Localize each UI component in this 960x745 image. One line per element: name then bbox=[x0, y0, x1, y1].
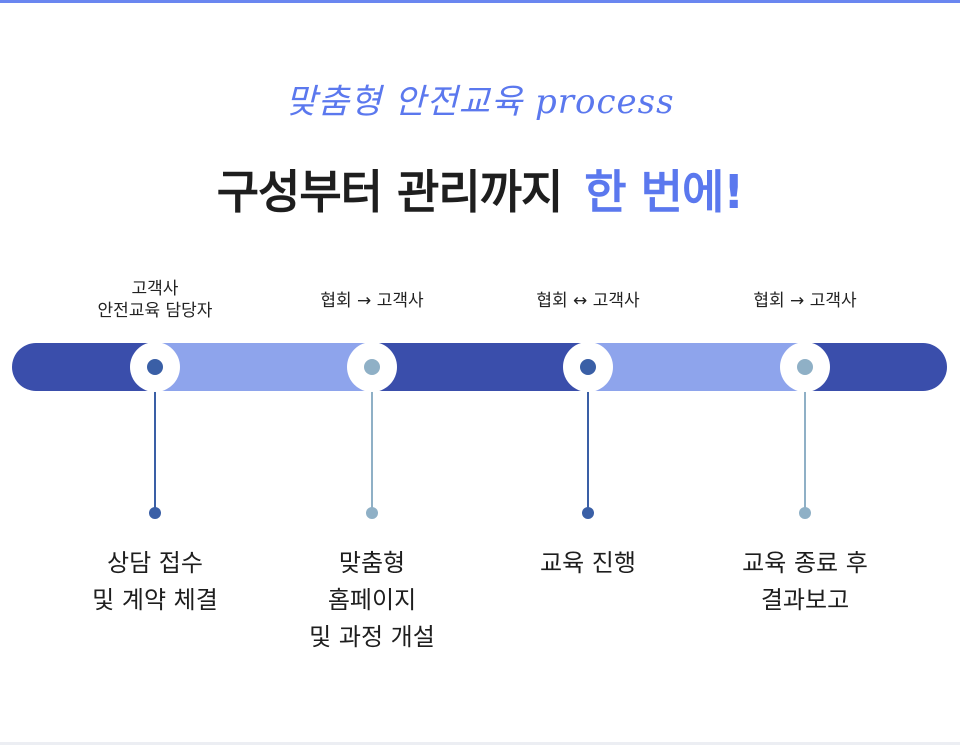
timeline-segment-2 bbox=[155, 343, 372, 391]
step-2-label-line-2: 홈페이지 bbox=[327, 586, 417, 614]
step-4-actor-label: 협회 → 고객사 bbox=[695, 290, 915, 312]
title-highlight: 한 번에! bbox=[584, 165, 744, 219]
step-2-connector bbox=[371, 367, 373, 513]
step-1-label-line-2: 및 계약 체결 bbox=[92, 586, 218, 614]
step-4-actor-line-1: 협회 → 고객사 bbox=[753, 291, 857, 311]
step-1-actor-line-2: 안전교육 담당자 bbox=[97, 301, 213, 321]
step-2-label-line-1: 맞춤형 bbox=[338, 549, 406, 577]
step-4-label-line-1: 교육 종료 후 bbox=[742, 549, 868, 577]
bottom-divider bbox=[0, 742, 960, 745]
step-2-actor-line-1: 협회 → 고객사 bbox=[320, 291, 424, 311]
top-accent-line bbox=[0, 0, 960, 3]
step-2-label: 맞춤형 홈페이지 및 과정 개설 bbox=[262, 545, 482, 656]
step-3-actor-label: 협회 ↔ 고객사 bbox=[478, 290, 698, 312]
step-4-label: 교육 종료 후 결과보고 bbox=[695, 545, 915, 619]
process-subtitle: 맞춤형 안전교육 process bbox=[285, 82, 675, 122]
step-4-node bbox=[780, 342, 830, 392]
step-3-actor-line-1: 협회 ↔ 고객사 bbox=[536, 291, 640, 311]
step-3-connector bbox=[587, 367, 589, 513]
step-3-node bbox=[563, 342, 613, 392]
step-1-label: 상담 접수 및 계약 체결 bbox=[45, 545, 265, 619]
step-3-label: 교육 진행 bbox=[478, 545, 698, 582]
timeline-segment-3 bbox=[372, 343, 588, 391]
title-main: 구성부터 관리까지 bbox=[216, 165, 564, 219]
step-3-end-dot bbox=[582, 507, 594, 519]
step-4-end-dot bbox=[799, 507, 811, 519]
step-4-connector bbox=[804, 367, 806, 513]
step-2-end-dot bbox=[366, 507, 378, 519]
step-1-end-dot bbox=[149, 507, 161, 519]
page-title: 구성부터 관리까지 한 번에! bbox=[0, 156, 960, 222]
step-2-node bbox=[347, 342, 397, 392]
step-1-label-line-1: 상담 접수 bbox=[107, 549, 203, 577]
step-3-label-line-1: 교육 진행 bbox=[540, 549, 636, 577]
step-1-actor-label: 고객사 안전교육 담당자 bbox=[45, 278, 265, 322]
step-1-actor-line-1: 고객사 bbox=[131, 279, 179, 299]
step-4-label-line-2: 결과보고 bbox=[760, 586, 850, 614]
step-1-node-dot bbox=[147, 359, 163, 375]
step-3-node-dot bbox=[580, 359, 596, 375]
step-2-actor-label: 협회 → 고객사 bbox=[262, 290, 482, 312]
step-4-node-dot bbox=[797, 359, 813, 375]
step-2-label-line-3: 및 과정 개설 bbox=[309, 623, 435, 651]
step-1-node bbox=[130, 342, 180, 392]
step-2-node-dot bbox=[364, 359, 380, 375]
step-1-connector bbox=[154, 367, 156, 513]
timeline-segment-4 bbox=[588, 343, 805, 391]
